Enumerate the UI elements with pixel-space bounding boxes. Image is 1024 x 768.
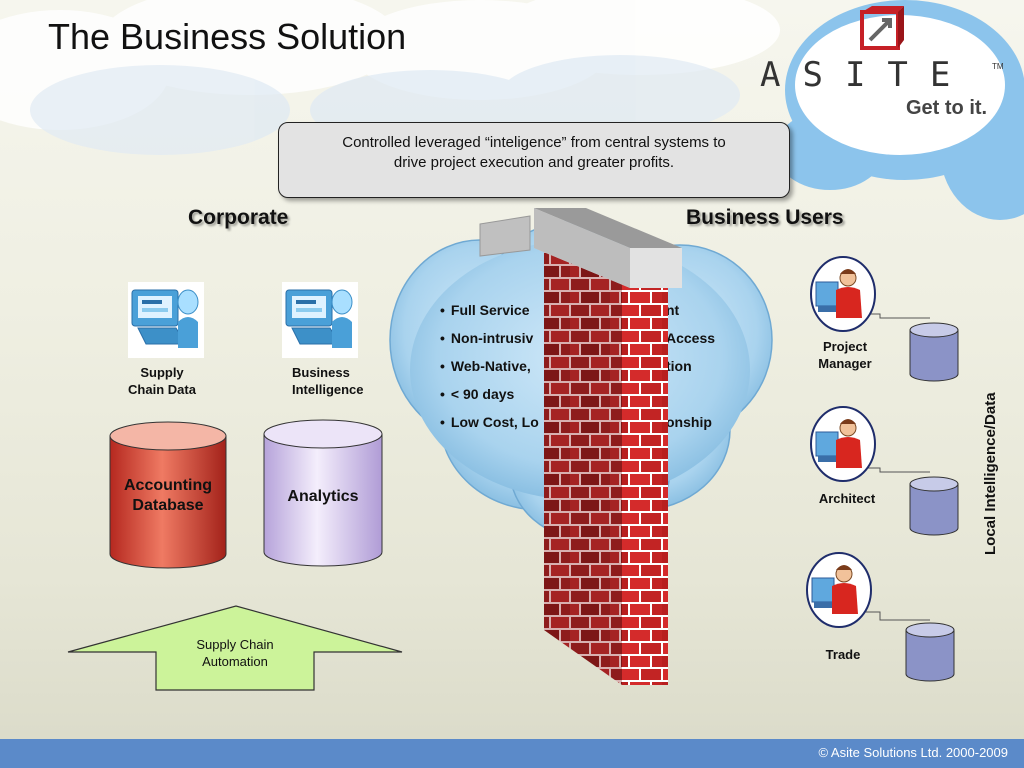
business-users-heading: Business Users	[686, 206, 844, 229]
user-database-cylinder	[909, 476, 959, 536]
label-line: Manager	[818, 356, 872, 371]
asite-cube-icon	[860, 6, 904, 50]
bullet-tail: nt	[666, 302, 680, 318]
bullet-tail: Access	[666, 330, 716, 346]
bullet-item: Low Cost, Lo	[440, 412, 539, 440]
label-line: Automation	[202, 654, 268, 669]
label-line: Intelligence	[292, 382, 364, 397]
accounting-database-label: Accounting Database	[108, 476, 228, 516]
business-intelligence-label: Business Intelligence	[280, 364, 392, 398]
user-database-cylinder	[905, 622, 955, 682]
label-line: Business	[292, 365, 350, 380]
bullet-item: Full Service	[440, 300, 539, 328]
bullet-item: Web-Native,	[440, 356, 539, 384]
sky-clouds	[0, 0, 1024, 220]
label-line: Project	[822, 339, 868, 354]
project-manager-person-icon	[810, 256, 876, 332]
footer-copyright: © Asite Solutions Ltd. 2000-2009	[818, 745, 1008, 760]
user-database-cylinder	[909, 322, 959, 382]
corporate-heading: Corporate	[188, 206, 289, 229]
local-intelligence-label: Local Intelligence/Data	[982, 392, 999, 555]
callout-line-1: Controlled leveraged “inteligence” from …	[342, 134, 726, 151]
bullet-list-right: nt Access tion onship	[666, 300, 715, 440]
supply-chain-automation-label: Supply Chain Automation	[160, 636, 310, 670]
bullet-item: Non-intrusiv	[440, 328, 539, 356]
logo-trademark: TM	[992, 62, 1004, 71]
bullet-list: Full Service Non-intrusiv Web-Native, < …	[440, 300, 539, 440]
label-line: Chain Data	[128, 382, 196, 397]
supply-chain-automation-arrow	[67, 605, 403, 691]
label-line: Supply	[140, 365, 184, 380]
callout-line-2: drive project execution and greater prof…	[393, 154, 675, 171]
business-intelligence-icon	[282, 282, 358, 358]
supply-chain-data-label: Supply Chain Data	[112, 364, 212, 398]
footer-bar	[0, 739, 1024, 768]
architect-person-icon	[810, 406, 876, 482]
bullet-item: < 90 days	[440, 384, 539, 412]
supply-chain-data-icon	[128, 282, 204, 358]
architect-label: Architect	[818, 491, 876, 506]
analytics-cylinder	[263, 419, 383, 567]
label-line: Accounting	[124, 477, 212, 494]
logo-tagline: Get to it.	[906, 97, 988, 119]
accounting-database-cylinder	[109, 421, 227, 569]
firewall-wall	[534, 208, 682, 685]
trade-person-icon	[806, 552, 872, 628]
bullet-tail: tion	[666, 358, 692, 374]
logo-letters: ASITE	[760, 55, 973, 95]
page-title: The Business Solution	[48, 16, 407, 57]
bullet-tail: onship	[666, 414, 712, 430]
label-line: Supply Chain	[196, 637, 274, 652]
callout-box: Controlled leveraged “inteligence” from …	[278, 122, 790, 198]
trade-label: Trade	[825, 647, 861, 662]
project-manager-label: Project Manager	[800, 338, 890, 372]
analytics-label: Analytics	[287, 488, 359, 505]
label-line: Database	[132, 497, 204, 514]
